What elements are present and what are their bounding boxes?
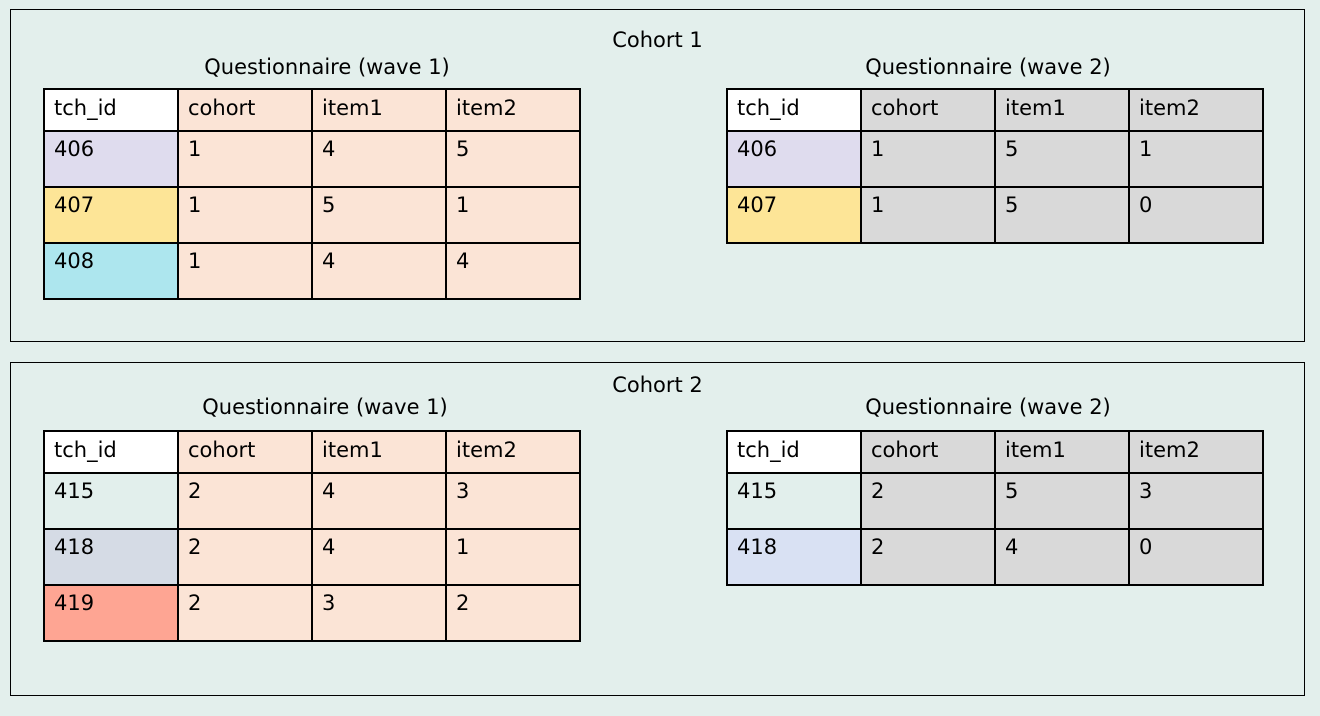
cell-item1: 4 <box>311 528 447 586</box>
cell-item2: 1 <box>445 186 581 244</box>
cell-item2: 4 <box>445 242 581 300</box>
cohort-1-wave-1-caption: Questionnaire (wave 1) <box>204 55 450 79</box>
cell-cohort: 1 <box>177 130 313 188</box>
cohort-1-title: Cohort 1 <box>612 28 703 52</box>
cell-cohort: 2 <box>177 472 313 530</box>
cell-item2: 3 <box>445 472 581 530</box>
header-cohort: cohort <box>860 88 996 132</box>
header-cohort: cohort <box>177 88 313 132</box>
cell-cohort: 1 <box>177 242 313 300</box>
cell-tch-id: 415 <box>43 472 179 530</box>
cell-cohort: 1 <box>177 186 313 244</box>
cell-item1: 5 <box>994 472 1130 530</box>
cell-item2: 0 <box>1128 528 1264 586</box>
header-cohort: cohort <box>860 430 996 474</box>
cell-cohort: 2 <box>177 584 313 642</box>
cell-item1: 5 <box>994 186 1130 244</box>
header-item1: item1 <box>994 88 1130 132</box>
header-tch-id: tch_id <box>726 430 862 474</box>
cell-tch-id: 408 <box>43 242 179 300</box>
cell-item2: 1 <box>445 528 581 586</box>
cell-tch-id: 407 <box>726 186 862 244</box>
cell-item1: 4 <box>311 242 447 300</box>
header-tch-id: tch_id <box>43 430 179 474</box>
cell-cohort: 1 <box>860 130 996 188</box>
header-item1: item1 <box>994 430 1130 474</box>
header-item2: item2 <box>445 430 581 474</box>
cell-item2: 0 <box>1128 186 1264 244</box>
header-item2: item2 <box>445 88 581 132</box>
cohort-2-title: Cohort 2 <box>612 373 703 397</box>
cell-tch-id: 418 <box>726 528 862 586</box>
cell-item1: 4 <box>994 528 1130 586</box>
cohort-2-wave-2-caption: Questionnaire (wave 2) <box>865 395 1111 419</box>
header-item1: item1 <box>311 88 447 132</box>
header-item2: item2 <box>1128 88 1264 132</box>
cell-cohort: 2 <box>860 528 996 586</box>
cell-tch-id: 415 <box>726 472 862 530</box>
header-cohort: cohort <box>177 430 313 474</box>
cell-item2: 2 <box>445 584 581 642</box>
cell-cohort: 1 <box>860 186 996 244</box>
cell-item1: 3 <box>311 584 447 642</box>
cohort-2-wave-1-caption: Questionnaire (wave 1) <box>202 395 448 419</box>
cell-tch-id: 407 <box>43 186 179 244</box>
cell-item1: 5 <box>311 186 447 244</box>
cohort-1-wave-2-caption: Questionnaire (wave 2) <box>865 55 1111 79</box>
cell-item1: 4 <box>311 130 447 188</box>
cell-cohort: 2 <box>177 528 313 586</box>
cell-item1: 4 <box>311 472 447 530</box>
header-item1: item1 <box>311 430 447 474</box>
cell-cohort: 2 <box>860 472 996 530</box>
header-item2: item2 <box>1128 430 1264 474</box>
header-tch-id: tch_id <box>726 88 862 132</box>
cell-item1: 5 <box>994 130 1130 188</box>
header-tch-id: tch_id <box>43 88 179 132</box>
cell-tch-id: 406 <box>726 130 862 188</box>
cell-item2: 1 <box>1128 130 1264 188</box>
cell-item2: 3 <box>1128 472 1264 530</box>
cell-tch-id: 406 <box>43 130 179 188</box>
cell-tch-id: 419 <box>43 584 179 642</box>
cell-item2: 5 <box>445 130 581 188</box>
cell-tch-id: 418 <box>43 528 179 586</box>
